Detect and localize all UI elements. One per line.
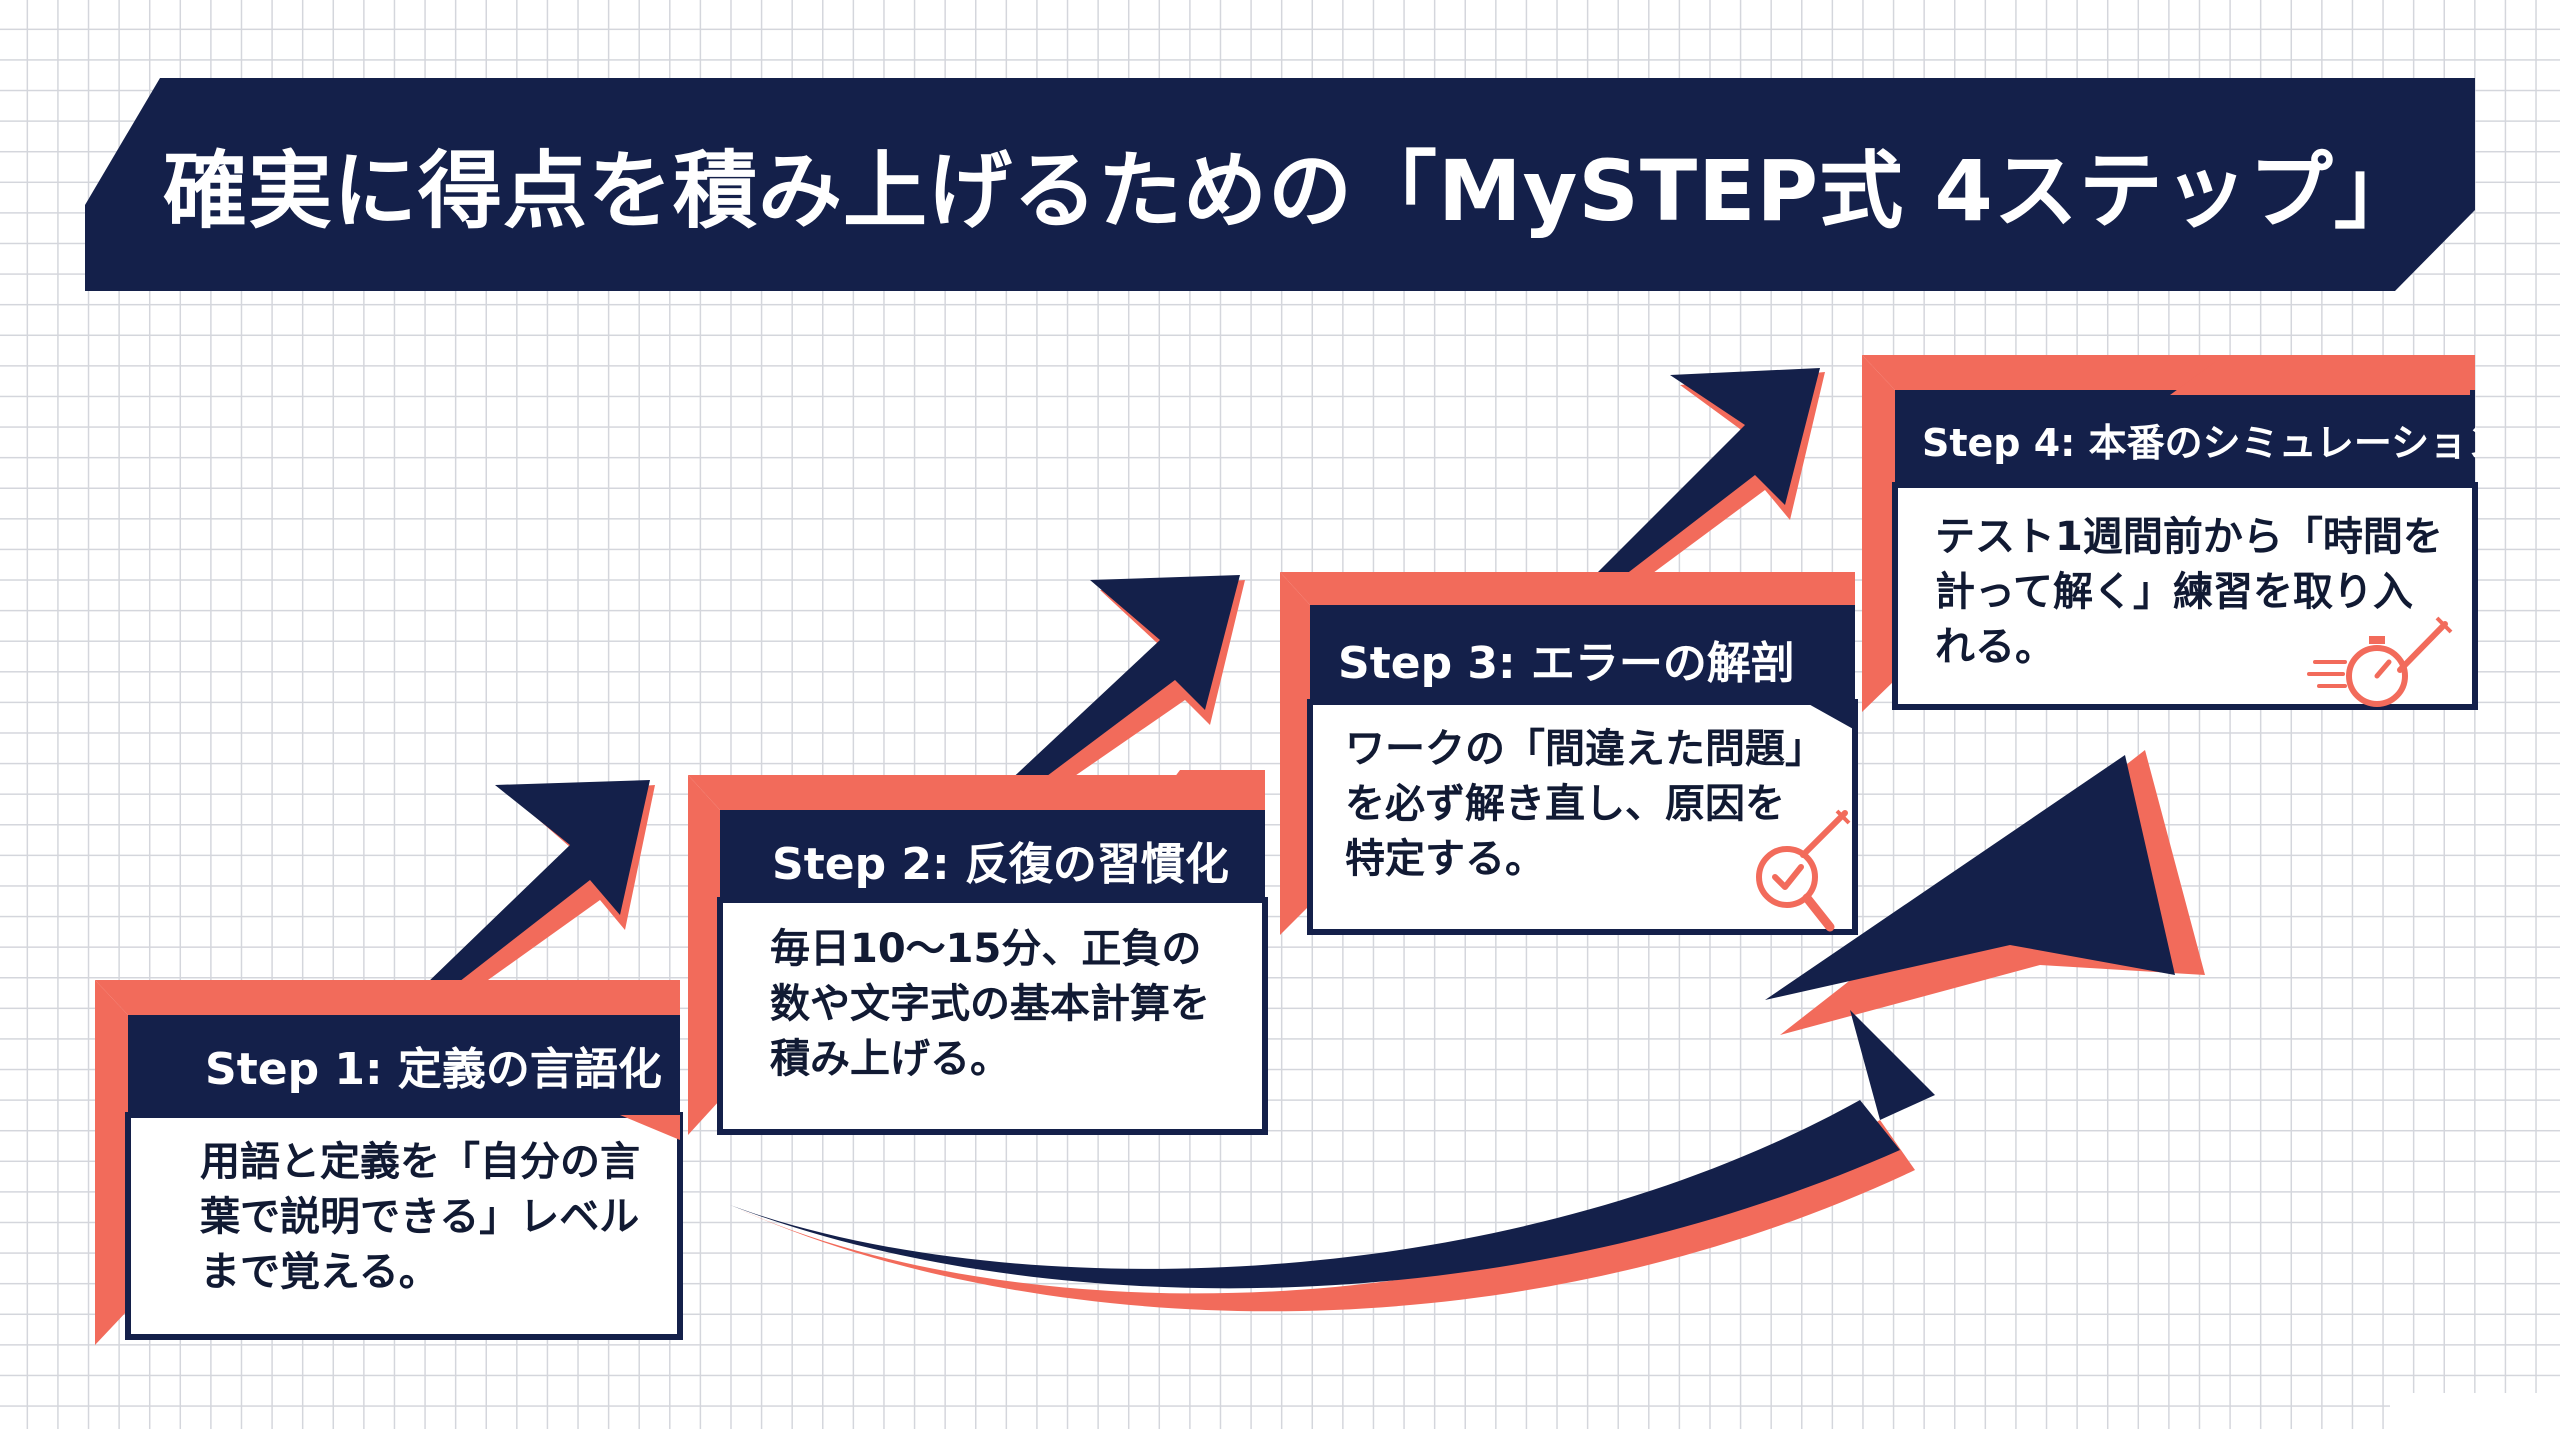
step-2-line-3: 積み上げる。 <box>770 1036 1010 1083</box>
step-1-line-2: 葉で説明できる」レベル <box>200 1194 640 1241</box>
stair-arrow-1 <box>425 780 655 1000</box>
step-2-heading: Step 2: 反復の習慣化 <box>772 839 1229 890</box>
card-3-frame <box>1280 572 1858 935</box>
step-3-line-3: 特定する。 <box>1345 836 1545 883</box>
corner-blank <box>2390 1393 2560 1429</box>
card-2-frame <box>688 770 1268 1135</box>
step-4-heading: Step 4: 本番のシミュレーション <box>1922 421 2506 465</box>
step-1-line-1: 用語と定義を「自分の言 <box>200 1139 640 1185</box>
title-banner: 確実に得点を積み上げるための「MySTEP式 4ステップ」 <box>85 78 2475 291</box>
step-3-line-2: を必ず解き直し、原因を <box>1345 781 1785 828</box>
page-title: 確実に得点を積み上げるための「MySTEP式 4ステップ」 <box>163 142 2419 240</box>
card-4-frame <box>1862 355 2478 712</box>
stair-arrow-2 <box>1005 575 1245 800</box>
step-3-heading: Step 3: エラーの解剖 <box>1338 637 1795 689</box>
step-4-line-2: 計って解く」練習を取り入 <box>1935 569 2413 616</box>
step-3-line-1: ワークの「間違えた問題」 <box>1345 726 1825 772</box>
magnifier-check-icon <box>1756 809 1851 932</box>
step-4-body: テスト1週間前から「時間を 計って解く」練習を取り入 れる。 <box>1935 510 2443 676</box>
step-3-body: ワークの「間違えた問題」 を必ず解き直し、原因を 特定する。 <box>1345 722 1825 888</box>
step-2-line-1: 毎日10〜15分、正負の <box>770 926 1202 972</box>
title-banner-shape <box>85 78 2475 291</box>
step-4-line-3: れる。 <box>1935 624 2055 671</box>
step-1-heading: Step 1: 定義の言語化 <box>205 1044 662 1095</box>
step-2-body: 毎日10〜15分、正負の 数や文字式の基本計算を 積み上げる。 <box>770 922 1210 1088</box>
card-1-frame <box>95 980 683 1345</box>
sweep-arrow <box>730 750 2205 1312</box>
step-4-line-1: テスト1週間前から「時間を <box>1935 514 2443 560</box>
step-1-line-3: まで覚える。 <box>200 1249 439 1296</box>
stopwatch-icon <box>2307 616 2453 707</box>
step-2-line-2: 数や文字式の基本計算を <box>770 981 1210 1028</box>
stair-arrow-3 <box>1595 368 1825 590</box>
step-1-body: 用語と定義を「自分の言 葉で説明できる」レベル まで覚える。 <box>200 1135 640 1301</box>
